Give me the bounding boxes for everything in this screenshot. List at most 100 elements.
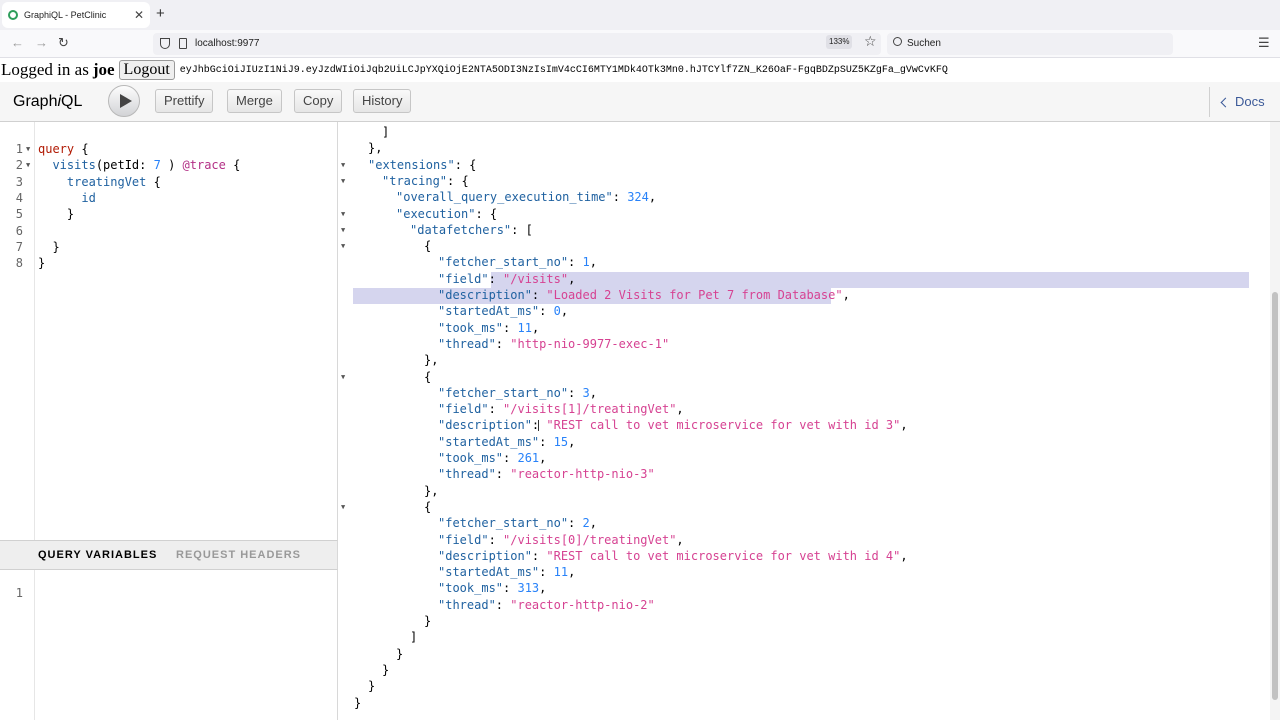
code-token: }	[52, 239, 60, 254]
logout-button[interactable]: Logout	[118, 60, 175, 80]
result-token: :	[568, 255, 583, 270]
search-bar[interactable]: Suchen	[887, 33, 1173, 55]
fold-arrow-icon[interactable]: ▼	[341, 209, 346, 218]
url-text[interactable]: localhost:9977	[195, 38, 260, 49]
result-text: "tracing": {	[382, 173, 469, 189]
result-line: ▼ "execution": {	[339, 206, 1251, 222]
result-text: }	[368, 678, 375, 694]
tab-request-headers[interactable]: REQUEST HEADERS	[176, 549, 302, 561]
result-token: }	[424, 614, 432, 628]
reload-icon[interactable]: ↻	[58, 35, 69, 50]
query-editor[interactable]: 1▼query {2▼ visits(petId: 7 ) @trace {3 …	[0, 122, 338, 540]
result-token: "startedAt_ms"	[438, 434, 540, 449]
code-text: query {	[38, 141, 89, 157]
fold-arrow-icon[interactable]: ▼	[26, 145, 31, 153]
scrollbar-thumb[interactable]	[1272, 292, 1278, 700]
line-number: 5	[15, 207, 23, 222]
shield-icon[interactable]	[160, 38, 170, 49]
result-token: {	[424, 369, 432, 384]
fold-arrow-icon[interactable]: ▼	[26, 161, 31, 170]
prettify-button[interactable]: Prettify	[155, 89, 214, 113]
fold-arrow-icon[interactable]: ▼	[341, 502, 346, 511]
merge-button[interactable]: Merge	[227, 89, 282, 113]
execute-query-button[interactable]	[108, 85, 140, 117]
fold-arrow-icon[interactable]: ▼	[341, 242, 346, 251]
result-token: :	[539, 565, 554, 580]
line-number: 8	[15, 256, 23, 271]
new-tab-icon[interactable]: +	[156, 5, 165, 22]
copy-button[interactable]: Copy	[294, 89, 343, 113]
fold-arrow-icon[interactable]: ▼	[341, 225, 346, 234]
result-line: "fetcher_start_no": 2,	[339, 515, 1251, 531]
result-token: "took_ms"	[438, 451, 504, 465]
tab-query-variables[interactable]: QUERY VARIABLES	[38, 549, 158, 561]
result-token: ,	[560, 304, 569, 319]
result-token: ,	[568, 565, 576, 580]
result-token: "description"	[438, 548, 532, 563]
history-button[interactable]: History	[353, 89, 412, 113]
result-token: "thread"	[438, 336, 496, 351]
result-text: {	[424, 238, 431, 254]
search-input[interactable]: Suchen	[907, 38, 941, 49]
result-scrollbar[interactable]	[1270, 122, 1280, 720]
result-token: {	[424, 499, 432, 514]
result-token: "fetcher_start_no"	[438, 385, 569, 400]
hamburger-menu-icon[interactable]: ☰	[1258, 35, 1270, 50]
result-token: : {	[475, 206, 498, 221]
result-text: "startedAt_ms": 15,	[438, 434, 575, 450]
browser-tab[interactable]: GraphiQL - PetClinic ✕	[2, 2, 150, 28]
result-token: "/visits[1]/treatingVet"	[503, 402, 677, 417]
result-text: }	[382, 662, 389, 678]
result-token: :	[488, 402, 504, 417]
code-text: }	[38, 255, 45, 271]
fold-arrow-icon[interactable]: ▼	[341, 176, 346, 185]
back-arrow-icon[interactable]: ←	[11, 35, 24, 50]
code-token: @trace	[182, 158, 226, 173]
page-info-icon[interactable]	[179, 38, 187, 49]
result-line: "took_ms": 313,	[339, 580, 1251, 596]
zoom-level-badge[interactable]: 133%	[826, 35, 853, 49]
code-text: }	[38, 239, 60, 255]
result-viewer[interactable]: ]},▼"extensions": {▼"tracing": {"overall…	[339, 122, 1280, 720]
selection-highlight	[491, 272, 1249, 288]
result-line: },	[339, 352, 1251, 368]
result-token: 0	[553, 304, 561, 319]
variables-editor[interactable]: 1	[0, 570, 338, 720]
result-token: 15	[553, 434, 569, 449]
result-token: :	[488, 532, 504, 547]
code-token: visits	[52, 158, 96, 173]
result-line: "fetcher_start_no": 1,	[339, 254, 1251, 270]
result-token: "reactor-http-nio-2"	[510, 597, 655, 612]
result-token: "REST call to vet microservice for vet w…	[546, 548, 901, 563]
url-bar[interactable]: localhost:9977	[153, 33, 881, 55]
result-text: "description": "REST call to vet microse…	[438, 417, 908, 433]
fold-arrow-icon[interactable]: ▼	[341, 160, 346, 169]
bookmark-star-icon[interactable]: ☆	[864, 33, 877, 49]
docs-button[interactable]: Docs	[1209, 87, 1271, 117]
selection-highlight	[353, 288, 831, 304]
fold-arrow-icon[interactable]: ▼	[341, 372, 346, 381]
result-token: ,	[676, 402, 684, 417]
result-line: }	[339, 695, 1251, 711]
result-token: :	[495, 597, 511, 612]
login-bar: Logged in as joe Logout eyJhbGciOiJIUzI1…	[0, 58, 1280, 82]
code-token: (petId:	[95, 158, 154, 173]
code-indent	[38, 175, 67, 189]
result-token: "took_ms"	[438, 320, 504, 335]
result-token: "thread"	[438, 597, 496, 612]
result-text: ]	[382, 124, 389, 140]
username: joe	[92, 60, 115, 79]
result-token: ,	[539, 581, 547, 596]
code-token: {	[81, 142, 89, 156]
result-line: },	[339, 140, 1251, 156]
code-indent	[38, 240, 52, 254]
code-text: }	[38, 206, 74, 222]
result-text: "execution": {	[396, 206, 497, 222]
result-line: "description": "Loaded 2 Visits for Pet …	[339, 287, 1251, 303]
forward-arrow-icon[interactable]: →	[35, 35, 48, 50]
result-text: {	[424, 499, 431, 515]
result-token: "tracing"	[382, 173, 448, 188]
close-tab-icon[interactable]: ✕	[133, 8, 144, 22]
code-token: {	[146, 174, 161, 189]
result-token: },	[368, 141, 383, 156]
